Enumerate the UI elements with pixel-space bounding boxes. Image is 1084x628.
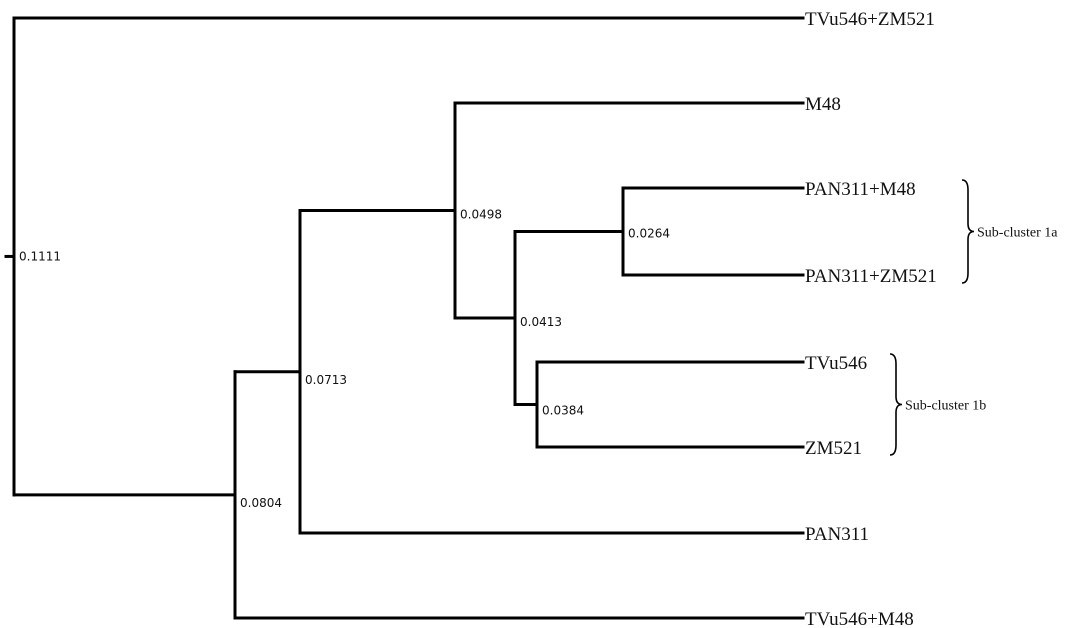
leaf-label: TVu546: [805, 353, 867, 374]
leaf-label: TVu546+M48: [805, 609, 914, 628]
node-labels: 0.1111 0.0804 0.0713 0.0498 0.0413 0.0264 0.03…: [19, 208, 670, 510]
leaf-label: PAN311: [805, 524, 869, 545]
leaf-label: PAN311+M48: [805, 179, 916, 200]
node-value-label: 0.0498: [460, 208, 502, 222]
cluster-brace-c1b: [889, 353, 903, 456]
node-value-label: 0.0264: [628, 227, 670, 241]
leaf-labels: TVu546+ZM521M48PAN311+M48PAN311+ZM521TVu…: [805, 9, 937, 628]
cluster-label-c1a: Sub-cluster 1a: [977, 226, 1058, 241]
branches: [4, 16, 805, 620]
node-value-label: 0.0384: [542, 404, 584, 418]
node-value-label: 0.1111: [19, 249, 61, 263]
node-value-label: 0.0804: [240, 496, 282, 510]
cluster-brace-c1a: [961, 179, 975, 284]
node-value-label: 0.0713: [305, 373, 347, 387]
leaf-label: PAN311+ZM521: [805, 266, 937, 287]
node-value-label: 0.0413: [520, 315, 562, 329]
cluster-label-c1b: Sub-cluster 1b: [905, 399, 986, 414]
leaf-label: M48: [805, 94, 841, 115]
leaf-label: ZM521: [805, 438, 862, 459]
clusters: Sub-cluster 1a Sub-cluster 1b: [889, 179, 1058, 456]
leaf-label: TVu546+ZM521: [805, 9, 935, 30]
